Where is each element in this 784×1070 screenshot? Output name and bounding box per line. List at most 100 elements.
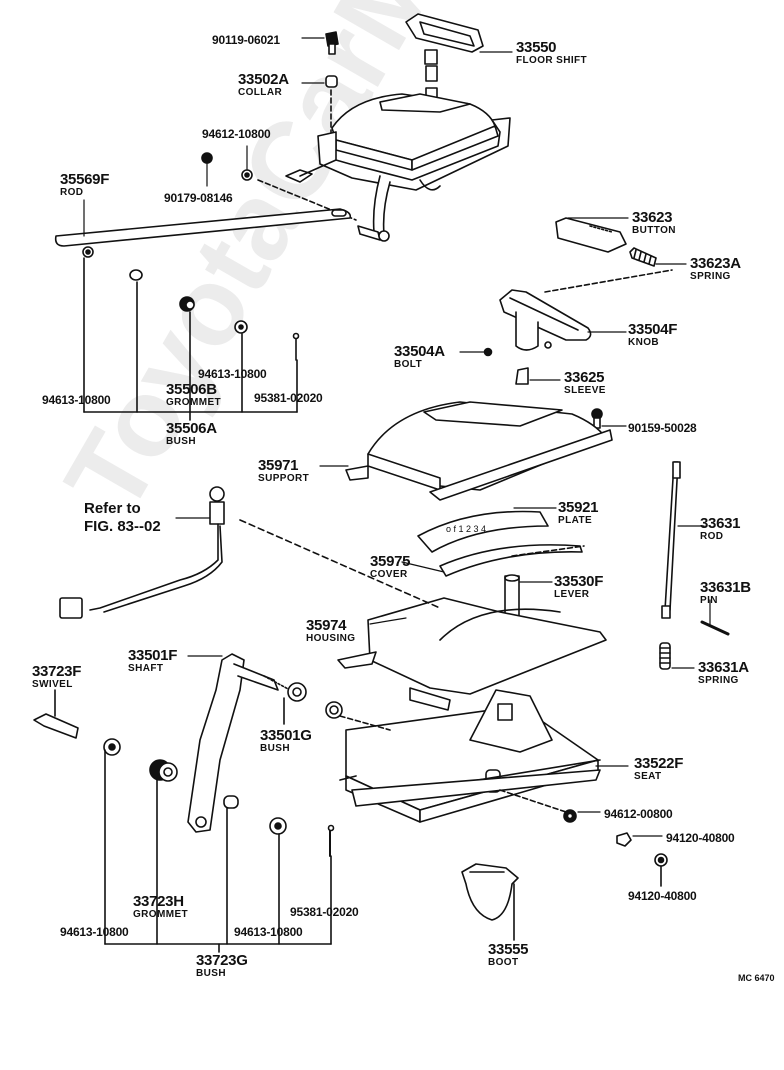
part-name: HOUSING — [306, 633, 356, 644]
part-number: 90119-06021 — [212, 33, 280, 47]
part-name: SHAFT — [128, 663, 164, 674]
part-name: PLATE — [558, 515, 593, 526]
nut-94612-drawing — [241, 169, 253, 181]
part-number: 94612-00800 — [604, 807, 673, 821]
part-label-90179-08146[interactable]: 90179-08146 — [164, 190, 233, 206]
dash-seat — [339, 715, 391, 731]
dash-line-knob — [544, 269, 673, 293]
rod-35569F-drawing — [54, 208, 352, 258]
leader-lines — [83, 37, 711, 837]
dash-line-plate — [511, 545, 585, 557]
part-number: 35974 — [306, 617, 347, 634]
collar-33502A-drawing — [325, 75, 338, 88]
part-number: 33623 — [632, 209, 673, 226]
bush-group-35506-drawing — [83, 257, 300, 421]
rod-33631-drawing — [661, 461, 681, 619]
part-label-94613-10800-a[interactable]: 94613-10800 — [42, 392, 111, 408]
part-name: SPRING — [698, 675, 739, 686]
part-name: SPRING — [690, 271, 731, 282]
part-number: 33501F — [128, 647, 178, 664]
part-label-90159-50028[interactable]: 90159-50028 — [628, 420, 697, 436]
bush-group-33723-drawing — [103, 738, 335, 953]
shaft-33501F-drawing — [187, 653, 307, 833]
lever-33530F-drawing — [504, 574, 520, 617]
part-number: 33625 — [564, 369, 605, 386]
swivel-33723F-drawing — [33, 689, 79, 739]
pin-33631B-drawing — [700, 620, 730, 636]
housing-35974-drawing — [337, 597, 607, 711]
part-number: 33550 — [516, 39, 557, 56]
part-number: 90179-08146 — [164, 191, 233, 205]
part-label-95381-02020-a[interactable]: 95381-02020 — [254, 390, 323, 406]
part-label-94120-40800-a[interactable]: 94120-40800 — [666, 830, 735, 846]
part-number: 94613-10800 — [198, 367, 267, 381]
part-number: 33723F — [32, 663, 82, 680]
part-name: SUPPORT — [258, 473, 310, 484]
part-number: 33631A — [698, 659, 749, 676]
part-number: 33501G — [260, 727, 312, 744]
part-label-94613-10800-b[interactable]: 94613-10800 — [198, 366, 267, 382]
part-label-94613-10800-d[interactable]: 94613-10800 — [234, 924, 303, 940]
part-name: ROD — [700, 531, 724, 542]
support-35971-drawing — [345, 401, 613, 501]
part-label-95381-02020-b[interactable]: 95381-02020 — [290, 904, 359, 920]
part-number: 35975 — [370, 553, 411, 570]
part-label-94612-00800[interactable]: 94612-00800 — [604, 806, 673, 822]
part-label-94613-10800-c[interactable]: 94613-10800 — [60, 924, 129, 940]
plate-35921-drawing: o f 1 2 3 4 — [417, 510, 549, 553]
spring-33631A-drawing — [659, 642, 671, 670]
part-name: LEVER — [554, 589, 590, 600]
part-number: 33504F — [628, 321, 678, 338]
figure-reference[interactable]: Refer to FIG. 83--02 — [84, 500, 161, 536]
part-number: 95381-02020 — [254, 391, 323, 405]
part-name: PIN — [700, 595, 718, 606]
part-label-94612-10800[interactable]: 94612-10800 — [202, 126, 271, 142]
bolt-90119-drawing — [325, 31, 339, 55]
part-number: 90159-50028 — [628, 421, 697, 435]
part-number: 33530F — [554, 573, 604, 590]
reference-line-1: Refer to — [84, 500, 141, 517]
part-label-94120-40800-b[interactable]: 94120-40800 — [628, 888, 697, 904]
part-name: BUTTON — [632, 225, 676, 236]
part-number: 33723G — [196, 952, 248, 969]
part-name: BUSH — [260, 743, 290, 754]
part-name: BUSH — [196, 968, 226, 979]
nuts-bottom-right-drawing — [563, 809, 668, 887]
part-name: KNOB — [628, 337, 660, 348]
part-number: 95381-02020 — [290, 905, 359, 919]
part-number: 35569F — [60, 171, 110, 188]
part-label-90119-06021[interactable]: 90119-06021 — [212, 32, 280, 48]
part-number: 33623A — [690, 255, 741, 272]
part-number: 33502A — [238, 71, 289, 88]
part-name: SLEEVE — [564, 385, 606, 396]
part-name: BOOT — [488, 957, 519, 968]
part-name: SWIVEL — [32, 679, 73, 690]
part-number: 94613-10800 — [42, 393, 111, 407]
